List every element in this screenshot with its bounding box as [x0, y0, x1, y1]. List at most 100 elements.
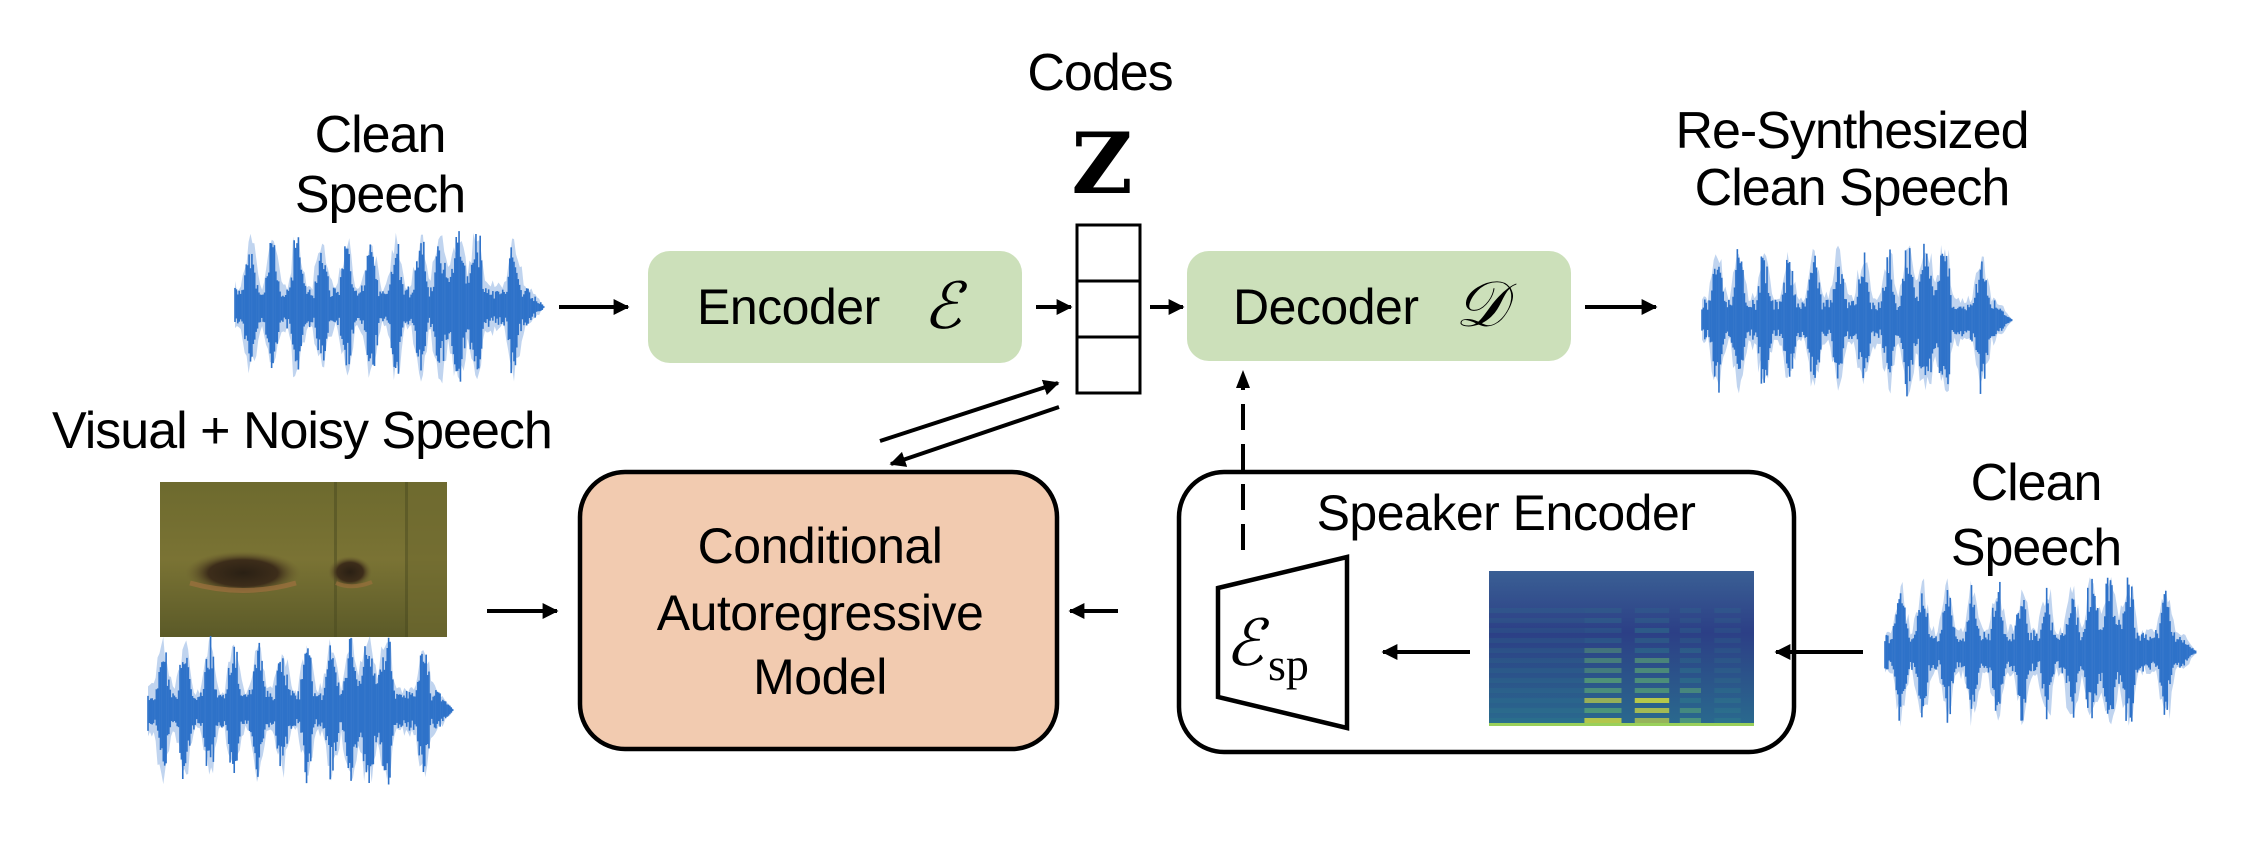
spectrogram-band	[1584, 608, 1622, 613]
spectrogram-band	[1679, 638, 1701, 643]
spectrogram-band	[1634, 658, 1670, 663]
spectrogram-band	[1714, 648, 1741, 653]
spectrogram-band	[1489, 658, 1585, 663]
spectrogram-band	[1634, 638, 1670, 643]
spectrogram-band	[1634, 678, 1670, 683]
spectrogram-band	[1489, 638, 1585, 643]
spectrogram-band	[1634, 628, 1670, 633]
spectrogram-band	[1679, 708, 1701, 713]
spectrogram-band	[1584, 658, 1622, 663]
clean-speech-right-label-line1: Clean	[1971, 454, 2102, 512]
spectrogram-band	[1679, 718, 1701, 723]
speaker-encoder-title: Speaker Encoder	[1317, 485, 1696, 541]
car-label-line3: Model	[753, 649, 887, 705]
noisy-speech-waveform	[147, 635, 454, 785]
spectrogram-band	[1679, 688, 1701, 693]
spectrogram-band	[1489, 718, 1585, 723]
car-box	[577, 469, 1060, 752]
encoder-block: Encoder ℰ	[648, 251, 1022, 363]
spectrogram-band	[1714, 678, 1741, 683]
spectrogram-band	[1714, 708, 1741, 713]
spectrogram-band	[1584, 618, 1622, 623]
spectrogram-band	[1679, 698, 1701, 703]
resynth-label-line1: Re-Synthesized	[1675, 102, 2028, 160]
spectrogram-band	[1679, 618, 1701, 623]
spectrogram-band	[1489, 708, 1585, 713]
spectrogram-band	[1714, 638, 1741, 643]
spectrogram-band	[1679, 678, 1701, 683]
reference-speech-waveform	[1884, 577, 2197, 727]
speaker-encoder-trapezoid	[1215, 554, 1350, 731]
codes-grid	[1075, 223, 1142, 395]
clean-speech-label-line2: Speech	[295, 166, 465, 224]
spectrogram-band	[1634, 618, 1670, 623]
spectrogram-image	[1489, 571, 1754, 726]
spectrogram-band	[1634, 648, 1670, 653]
spectrogram-band	[1714, 668, 1741, 673]
spectrogram-band	[1634, 688, 1670, 693]
decoder-block: Decoder 𝒟	[1187, 251, 1571, 361]
spectrogram-band	[1714, 608, 1741, 613]
spectrogram-band	[1489, 688, 1585, 693]
spectrogram-band	[1489, 608, 1585, 613]
spectrogram-band	[1584, 628, 1622, 633]
spectrogram-band	[1584, 688, 1622, 693]
code-cell-1	[1075, 223, 1142, 283]
spectrogram-band	[1714, 698, 1741, 703]
dashed-arrow-head	[1236, 370, 1250, 388]
clean-speech-right-label-line2: Speech	[1951, 519, 2121, 577]
spectrogram-band	[1714, 628, 1741, 633]
spectrogram-band	[1584, 678, 1622, 683]
code-cell-2	[1075, 279, 1142, 339]
decoder-box	[1187, 251, 1571, 361]
spectrogram-band	[1714, 658, 1741, 663]
speaker-encoder-symbol: ℰ	[1225, 607, 1270, 681]
spectrogram-band	[1679, 668, 1701, 673]
spectrogram-band	[1489, 678, 1585, 683]
lip-frames-image	[160, 482, 447, 637]
spectrogram-band	[1584, 638, 1622, 643]
spectrogram-band	[1584, 668, 1622, 673]
arrow-car-to-codes	[879, 379, 1060, 443]
spectrogram-band	[1679, 648, 1701, 653]
spectrogram-band	[1714, 688, 1741, 693]
visual-noisy-speech-label: Visual + Noisy Speech	[52, 402, 552, 460]
speaker-encoder-block: Speaker Encoder ℰ sp	[1176, 469, 1797, 755]
spectrogram-band	[1714, 718, 1741, 723]
spectrogram-band	[1634, 718, 1670, 723]
spectrogram-band	[1584, 648, 1622, 653]
spectrogram-band	[1634, 608, 1670, 613]
spectrogram-baseline	[1489, 723, 1754, 726]
spectrogram-band	[1584, 698, 1622, 703]
arrow-codes-to-car	[889, 405, 1060, 467]
speaker-encoder-subscript: sp	[1268, 639, 1309, 690]
encoder-symbol: ℰ	[923, 270, 968, 344]
spectrogram-band	[1584, 708, 1622, 713]
spectrogram-band	[1679, 658, 1701, 663]
car-label-line1: Conditional	[698, 518, 943, 574]
spectrogram-band	[1584, 718, 1622, 723]
spectrogram-band	[1634, 698, 1670, 703]
spectrogram-band	[1489, 618, 1585, 623]
encoder-label: Encoder	[697, 279, 880, 335]
spectrogram-band	[1489, 698, 1585, 703]
clean-speech-label-line1: Clean	[315, 106, 446, 164]
spectrogram-band	[1489, 628, 1585, 633]
conditional-autoregressive-model-block: Conditional Autoregressive Model	[577, 469, 1060, 752]
spectrogram-band	[1679, 608, 1701, 613]
spectrogram-band	[1679, 628, 1701, 633]
spectrogram-band	[1489, 668, 1585, 673]
resynthesized-speech-waveform	[1701, 243, 2013, 397]
spectrogram-band	[1714, 618, 1741, 623]
clean-speech-waveform	[234, 231, 545, 384]
resynth-label-line2: Clean Speech	[1695, 159, 2010, 217]
spectrogram-band	[1634, 668, 1670, 673]
car-label-line2: Autoregressive	[657, 585, 984, 641]
decoder-label: Decoder	[1233, 279, 1419, 335]
spectrogram-band	[1634, 708, 1670, 713]
code-cell-3	[1075, 335, 1142, 395]
spectrogram-band	[1489, 648, 1585, 653]
codes-label: Codes	[1027, 44, 1172, 102]
